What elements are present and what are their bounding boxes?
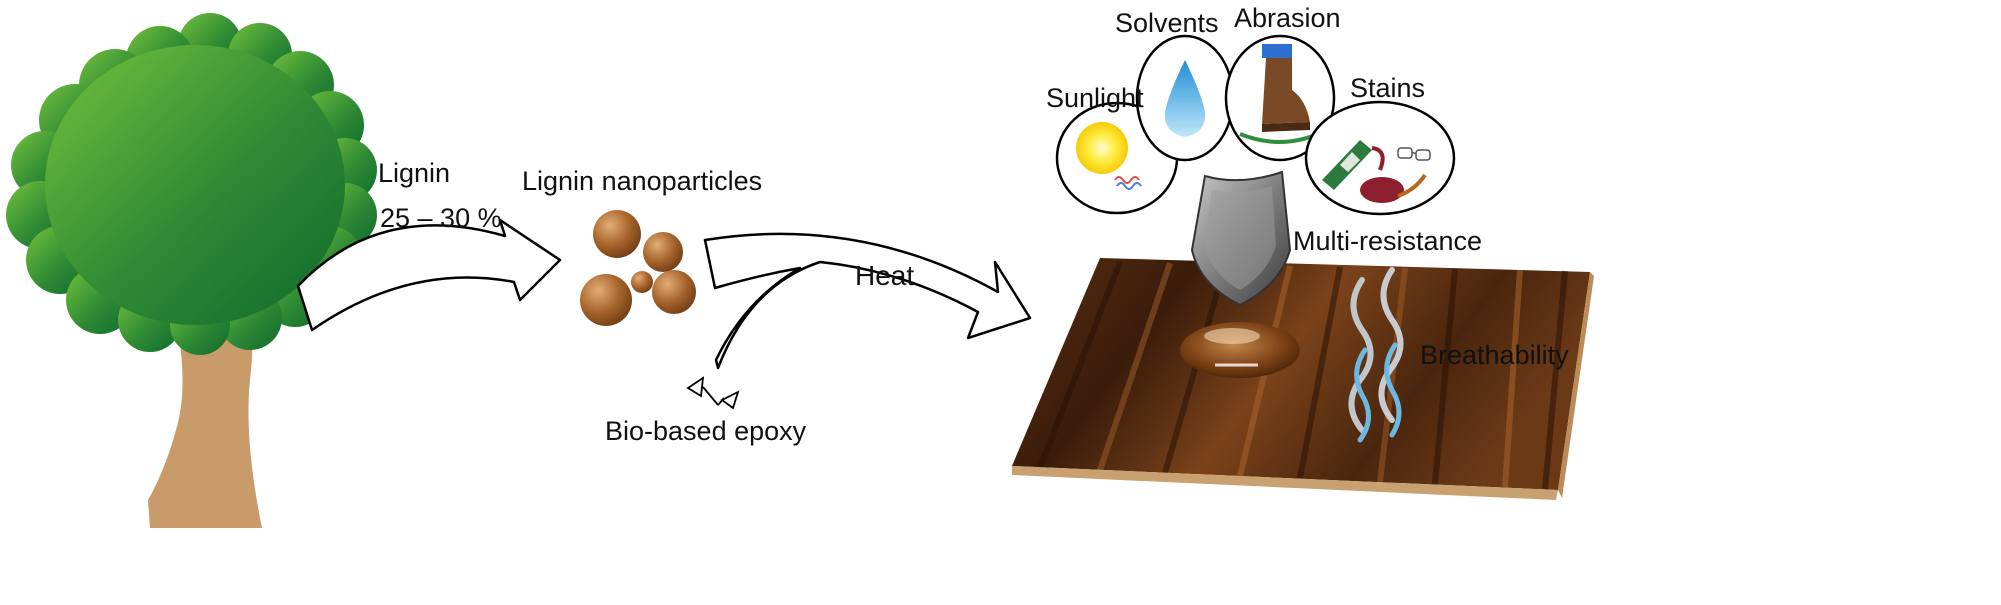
sunlight-label: Sunlight xyxy=(1046,83,1144,113)
breathability-vapor-icon xyxy=(1348,267,1404,443)
wine-bottle-icon xyxy=(1322,140,1372,190)
epoxy-label: Bio-based epoxy xyxy=(605,416,807,446)
stains-label: Stains xyxy=(1350,73,1426,103)
sun-icon xyxy=(1076,122,1128,174)
abrasion-label: Abrasion xyxy=(1234,3,1341,33)
water-droplet-icon xyxy=(1180,322,1300,378)
solvent-drop-icon xyxy=(1164,60,1206,137)
nanoparticles-label: Lignin nanoparticles xyxy=(522,166,763,196)
glasses-icon xyxy=(1397,147,1431,161)
epoxy-molecule-icon xyxy=(686,376,740,410)
solvents-label: Solvents xyxy=(1115,8,1219,38)
heat-label: Heat xyxy=(855,260,915,291)
wine-stain-icon xyxy=(1360,146,1427,203)
multi-resistance-label: Multi-resistance xyxy=(1293,226,1483,256)
wood-board-icon xyxy=(1012,258,1594,500)
uv-wave-icon xyxy=(1114,176,1142,190)
lignin-nanoparticles-icon xyxy=(580,210,696,326)
lignin-percent-label: 25 – 30 % xyxy=(380,203,502,233)
shoe-icon xyxy=(1262,44,1310,132)
lignin-extraction-arrow xyxy=(296,218,562,332)
solvents-bubble xyxy=(1135,34,1235,162)
stains-bubble xyxy=(1304,100,1456,216)
shield-icon xyxy=(1190,170,1292,307)
breathability-label: Breathability xyxy=(1420,340,1569,370)
heat-curing-arrow xyxy=(703,232,1032,370)
lignin-label: Lignin xyxy=(378,158,451,188)
tree-trunk xyxy=(148,300,262,528)
